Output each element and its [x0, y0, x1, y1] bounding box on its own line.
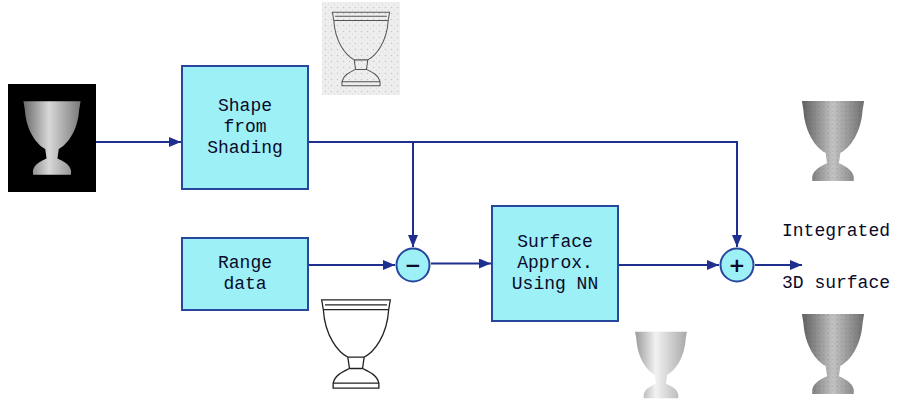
integrated-render-top	[802, 101, 864, 181]
connector-arrow	[309, 264, 395, 266]
connector-arrow	[431, 263, 491, 265]
box-label: Shape from Shading	[197, 96, 293, 159]
box-label: Range data	[197, 253, 293, 295]
junction-outline	[721, 249, 754, 282]
sfs-texture	[322, 2, 400, 95]
nn-surface-image	[635, 332, 687, 399]
subtract-junction: −	[395, 247, 431, 283]
output-arrow	[755, 264, 802, 266]
junction-outline	[397, 249, 430, 282]
range-data-image	[322, 300, 391, 388]
process-box: Shape from Shading	[181, 65, 309, 190]
output-label: Integrated	[782, 221, 890, 242]
connector-arrow	[619, 264, 719, 266]
input-box: Range data	[181, 237, 309, 311]
box-label: Surface Approx. Using NN	[507, 232, 603, 295]
connector-arrow	[309, 142, 413, 247]
input-vase	[23, 101, 80, 174]
sfs-result-image	[322, 2, 400, 95]
input-photo	[8, 84, 96, 192]
operator-sign: +	[729, 255, 746, 275]
integrated-render-bottom	[802, 314, 864, 394]
input-arrow	[96, 141, 181, 143]
sfs-vase-sketch	[332, 12, 389, 85]
process-box: Surface Approx. Using NN	[491, 205, 619, 322]
render-texture-bottom	[802, 314, 864, 394]
output-label: 3D surface	[782, 273, 890, 294]
render-texture-top	[802, 101, 864, 181]
sum-junction: +	[719, 247, 755, 283]
operator-sign: −	[405, 255, 422, 275]
